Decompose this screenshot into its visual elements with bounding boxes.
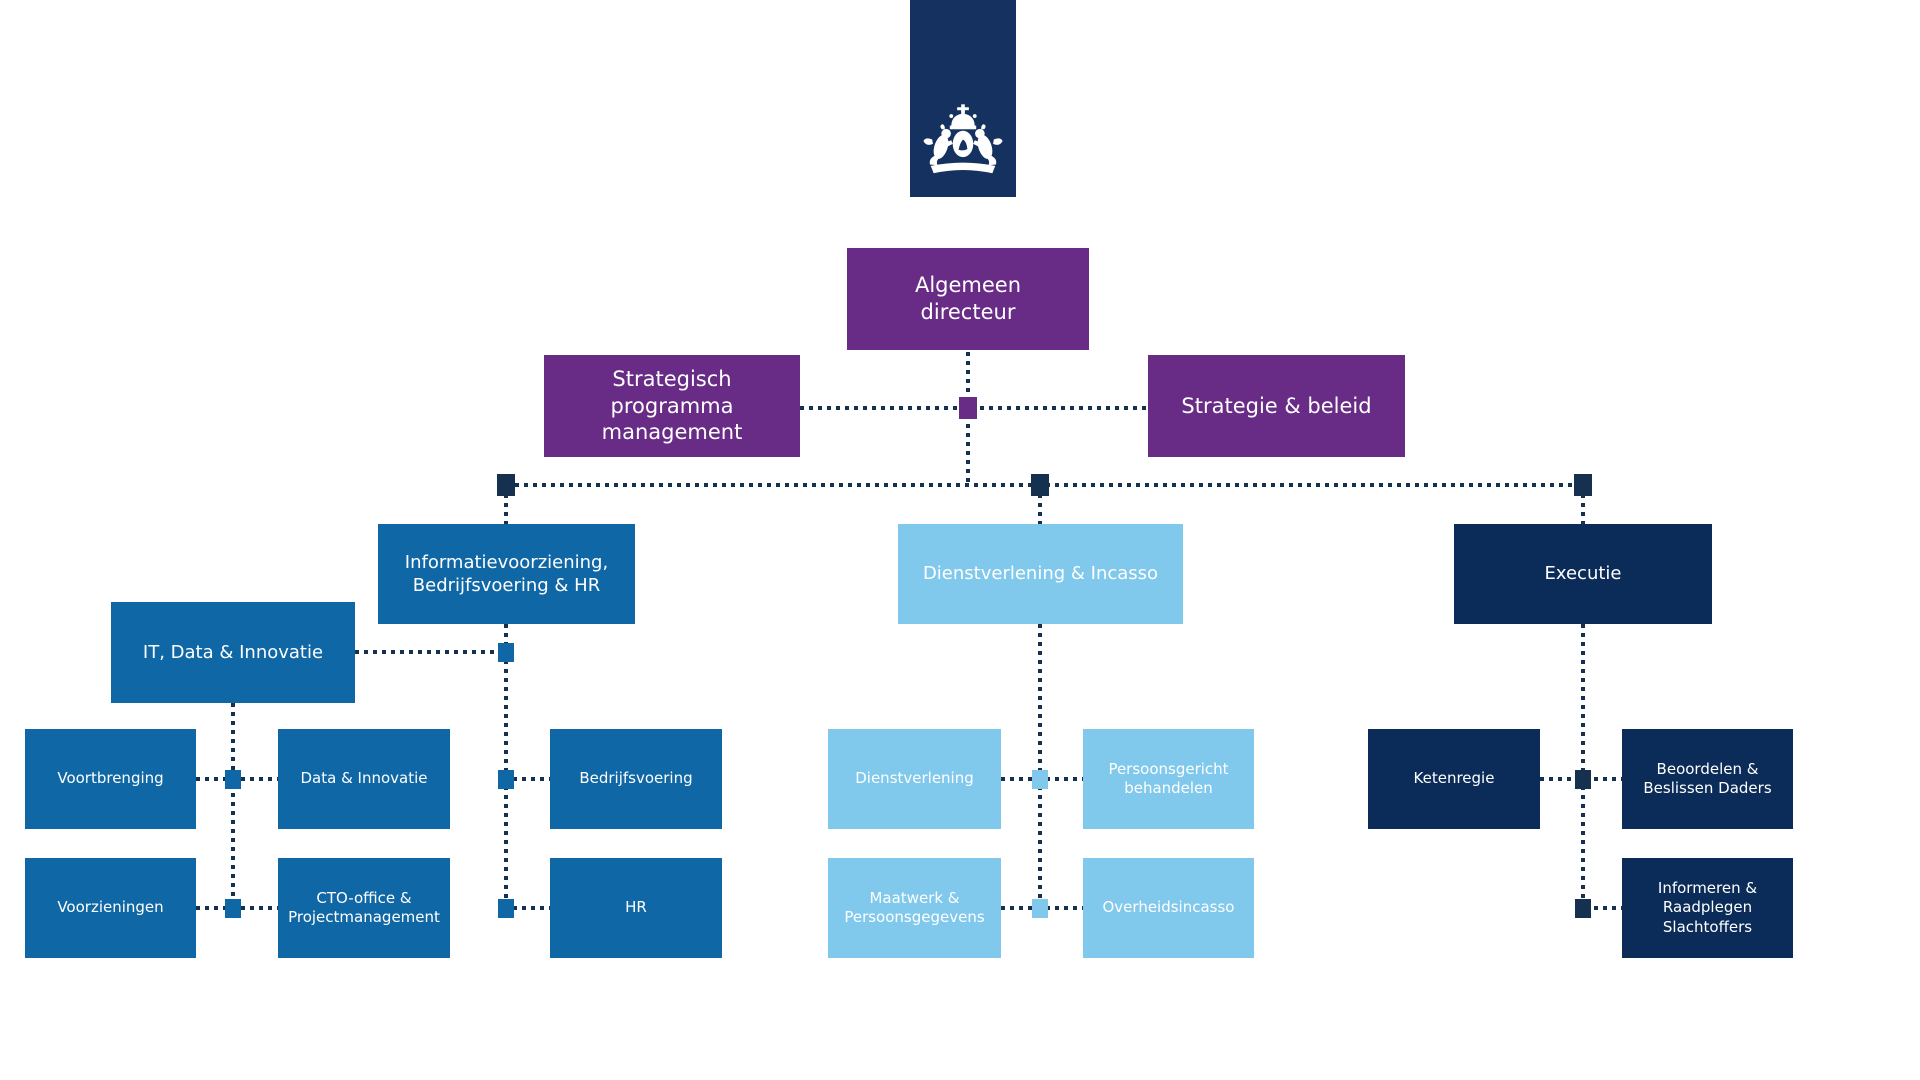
org-node-data-innovatie: Data & Innovatie: [278, 729, 450, 829]
org-node-informeren-raadplegen-slachtoffers: Informeren & Raadplegen Slachtoffers: [1622, 858, 1793, 958]
rijksoverheid-logo: [910, 0, 1016, 197]
org-node-strategisch-programma-management: Strategisch programma management: [544, 355, 800, 457]
dotted-connector-h: [355, 650, 506, 654]
org-node-algemeen-directeur: Algemeen directeur: [847, 248, 1089, 350]
connector-node: [1032, 770, 1048, 789]
dotted-connector-h: [504, 906, 550, 910]
connector-node: [498, 899, 514, 918]
coat-of-arms-icon: [923, 104, 1003, 174]
connector-node: [498, 643, 514, 662]
org-node-hr: HR: [550, 858, 722, 958]
connector-node: [959, 397, 977, 419]
org-node-it-data-innovatie: IT, Data & Innovatie: [111, 602, 355, 703]
org-node-bedrijfsvoering: Bedrijfsvoering: [550, 729, 722, 829]
org-node-informatievoorziening-bedrijfsvoering-hr: Informatievoorziening, Bedrijfsvoering &…: [378, 524, 635, 624]
connector-node: [1575, 899, 1591, 918]
org-node-overheidsincasso: Overheidsincasso: [1083, 858, 1254, 958]
org-node-maatwerk-persoonsgegevens: Maatwerk & Persoonsgegevens: [828, 858, 1001, 958]
dotted-connector-v: [504, 485, 508, 524]
dotted-connector-h: [1585, 906, 1622, 910]
dotted-connector-h: [504, 777, 550, 781]
connector-node: [225, 770, 241, 789]
org-node-cto-office-projectmanagement: CTO-office & Projectmanagement: [278, 858, 450, 958]
dotted-connector-v: [1581, 624, 1585, 910]
dotted-connector-v: [231, 703, 235, 910]
org-node-strategie-beleid: Strategie & beleid: [1148, 355, 1405, 457]
dotted-connector-v: [1038, 624, 1042, 910]
connector-node: [1575, 770, 1591, 789]
connector-node: [497, 474, 515, 496]
connector-node: [498, 770, 514, 789]
org-node-persoonsgericht-behandelen: Persoonsgericht behandelen: [1083, 729, 1254, 829]
connector-node: [1574, 474, 1592, 496]
org-node-dienstverlening-incasso: Dienstverlening & Incasso: [898, 524, 1183, 624]
org-node-dienstverlening: Dienstverlening: [828, 729, 1001, 829]
org-node-beoordelen-beslissen-daders: Beoordelen & Beslissen Daders: [1622, 729, 1793, 829]
dotted-connector-v: [504, 624, 508, 910]
org-node-voortbrenging: Voortbrenging: [25, 729, 196, 829]
org-node-executie: Executie: [1454, 524, 1712, 624]
connector-node: [1032, 899, 1048, 918]
connector-node: [1031, 474, 1049, 496]
dotted-connector-v: [1581, 485, 1585, 524]
org-node-voorzieningen: Voorzieningen: [25, 858, 196, 958]
dotted-connector-v: [1038, 485, 1042, 524]
connector-node: [225, 899, 241, 918]
org-node-ketenregie: Ketenregie: [1368, 729, 1540, 829]
dotted-connector-v: [966, 352, 970, 487]
